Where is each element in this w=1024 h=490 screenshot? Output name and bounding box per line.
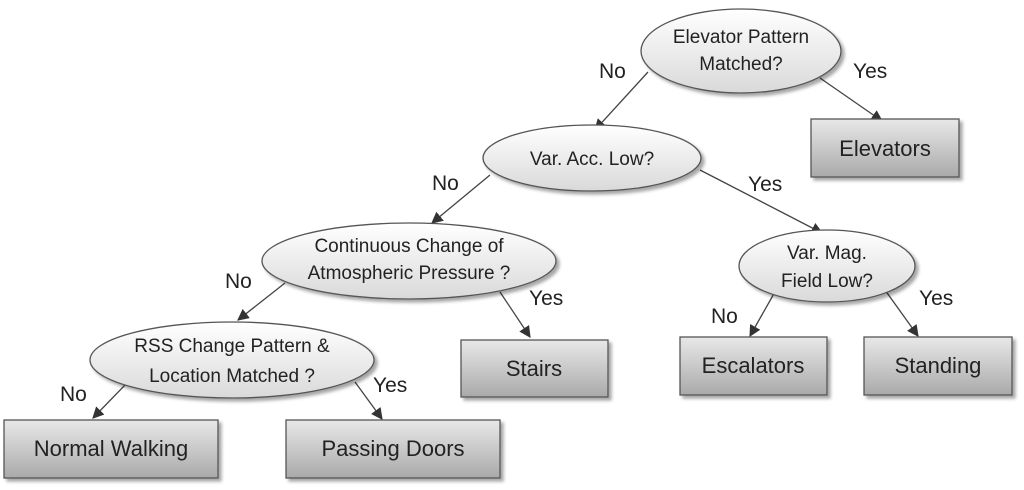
question-elevator-line1: Elevator Pattern [673, 27, 809, 48]
label-elevator-yes: Yes [853, 60, 887, 83]
label-rss-no: No [60, 383, 87, 406]
edge-pressure-no [237, 282, 286, 321]
question-var-acc-line1: Var. Acc. Low? [530, 149, 654, 170]
question-var-mag: Var. Mag. Field Low? [738, 229, 916, 303]
edge-varacc-yes [699, 169, 824, 234]
question-rss: RSS Change Pattern & Location Matched ? [89, 321, 375, 399]
leaf-normal-walking: Normal Walking [3, 419, 219, 479]
edge-varacc-no [431, 174, 491, 224]
edge-varmag-yes [884, 289, 919, 337]
question-elevator-line2: Matched? [699, 54, 782, 75]
edge-rss-yes [354, 381, 383, 420]
leaf-escalators: Escalators [679, 336, 828, 396]
label-pressure-no: No [225, 270, 252, 293]
question-pressure-line2: Atmospheric Pressure ? [308, 263, 511, 284]
question-var-acc: Var. Acc. Low? [482, 124, 702, 192]
label-elevator-no: No [599, 60, 626, 83]
question-pressure: Continuous Change of Atmospheric Pressur… [261, 222, 557, 300]
leaf-passing-doors: Passing Doors [285, 419, 501, 479]
leaf-standing-label: Standing [895, 353, 982, 378]
edge-varmag-no [749, 289, 777, 338]
leaf-stairs-label: Stairs [506, 356, 562, 381]
question-var-mag-line1: Var. Mag. [787, 243, 867, 264]
leaf-standing: Standing [863, 336, 1013, 396]
label-varmag-yes: Yes [919, 287, 953, 310]
leaf-passing-doors-label: Passing Doors [321, 436, 464, 461]
question-rss-line2: Location Matched ? [149, 366, 315, 387]
edge-pressure-yes [499, 291, 531, 338]
question-var-mag-line2: Field Low? [781, 271, 873, 292]
leaf-normal-walking-label: Normal Walking [34, 436, 188, 461]
question-pressure-line1: Continuous Change of [314, 236, 504, 257]
label-rss-yes: Yes [373, 374, 407, 397]
label-pressure-yes: Yes [529, 287, 563, 310]
question-rss-line1: RSS Change Pattern & [134, 336, 330, 357]
leaf-stairs: Stairs [460, 339, 609, 398]
label-varmag-no: No [711, 305, 738, 328]
edge-rss-no [92, 381, 129, 419]
label-varacc-no: No [432, 172, 459, 195]
question-elevator-pattern: Elevator Pattern Matched? [640, 8, 842, 94]
leaf-escalators-label: Escalators [702, 353, 805, 378]
edge-elevator-no [594, 71, 649, 131]
leaf-elevators: Elevators [810, 118, 960, 178]
edge-elevator-yes [819, 77, 883, 122]
label-varacc-yes: Yes [748, 173, 782, 196]
leaf-elevators-label: Elevators [839, 136, 931, 161]
